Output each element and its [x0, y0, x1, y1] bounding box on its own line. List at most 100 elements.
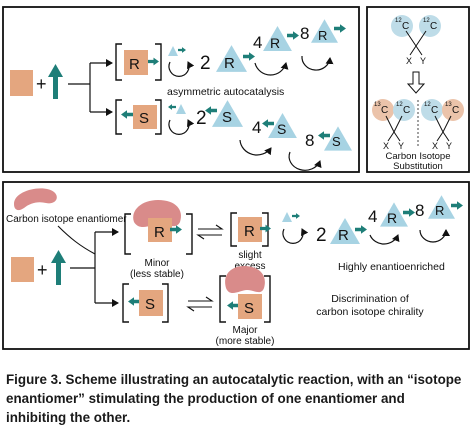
down-arrow: [406, 71, 426, 94]
side-panel-border: [366, 6, 470, 173]
asymmetric-autocatalysis-label: asymmetric autocatalysis: [167, 86, 284, 98]
bottom-panel: Carbon isotope enantiomer + R Minor (les…: [2, 181, 470, 350]
svg-text:C: C: [431, 105, 438, 116]
svg-text:Y: Y: [420, 56, 426, 66]
svg-text:R: R: [224, 55, 235, 72]
bottom-achiral-substrate: [11, 257, 34, 282]
coefficient-4: 4: [253, 33, 262, 52]
minor-complex: R: [124, 200, 193, 255]
svg-text:X: X: [432, 141, 438, 151]
bottom-panel-border: [2, 181, 470, 350]
minor-stability-label: (less stable): [130, 269, 184, 280]
svg-text:Y: Y: [446, 141, 452, 151]
svg-text:S: S: [277, 121, 286, 137]
svg-text:S: S: [222, 109, 232, 126]
bottom-r-catalyst-4: R: [369, 202, 415, 245]
svg-text:S: S: [244, 300, 254, 317]
top-panel-border: [2, 6, 360, 173]
bottom-coefficient-2: 2: [316, 225, 327, 246]
isotope-label-line1: Carbon Isotope: [386, 151, 451, 162]
svg-text:C: C: [381, 105, 388, 116]
svg-text:R: R: [154, 224, 165, 241]
bottom-r-catalyst-8: R: [419, 195, 463, 243]
bottom-coefficient-4: 4: [368, 207, 377, 226]
minor-label: Minor: [144, 258, 170, 269]
svg-text:C: C: [403, 105, 410, 116]
equilibrium-bottom: [186, 296, 214, 312]
excess-label: excess: [234, 261, 265, 272]
svg-text:R: R: [338, 227, 349, 244]
enantiomer-pointer: [57, 225, 96, 255]
major-stability-label: (more stable): [216, 336, 275, 347]
isotope-substitution-panel: 12 C 12 C X Y 13 C 12 C X Y 12: [366, 6, 470, 173]
svg-text:13: 13: [374, 102, 381, 108]
slight-label: slight: [238, 250, 262, 261]
discrimination-label-line2: carbon isotope chirality: [316, 306, 424, 318]
svg-text:R: R: [387, 210, 397, 226]
free-r-enantiomer: R: [230, 212, 271, 247]
free-s-enantiomer: S: [122, 283, 169, 323]
svg-text:X: X: [406, 56, 412, 66]
coefficient-2-s: 2: [196, 108, 207, 129]
s-catalyst-2: S: [205, 100, 243, 127]
teal-arrow-left: [121, 110, 133, 119]
svg-text:S: S: [332, 134, 341, 149]
scheme-figure: + R 2 R 4: [2, 6, 470, 350]
r-catalyst-2: R: [216, 45, 255, 72]
achiral-substrate: [10, 70, 33, 96]
equilibrium-top: [196, 224, 224, 240]
small-catalyst-top: [168, 46, 195, 77]
svg-text:S: S: [145, 296, 155, 313]
figure-caption: Figure 3. Scheme illustrating an autocat…: [6, 372, 462, 425]
enantiomer-label: Carbon isotope enantiomer: [6, 214, 127, 225]
svg-text:C: C: [430, 21, 437, 32]
plus-sign: +: [36, 74, 47, 94]
svg-text:12: 12: [424, 102, 431, 108]
coefficient-8: 8: [300, 24, 309, 43]
r-label: R: [129, 56, 140, 73]
branch-arrows: [68, 59, 113, 116]
major-complex: S: [219, 266, 271, 323]
up-arrow-reagent: [48, 64, 63, 99]
svg-text:R: R: [244, 223, 255, 240]
discrimination-label-line1: Discrimination of: [331, 293, 409, 305]
svg-text:12: 12: [396, 102, 403, 108]
coefficient-2: 2: [200, 53, 211, 74]
isotope-label-line2: Substitution: [393, 161, 443, 172]
bottom-small-catalyst: [282, 212, 309, 244]
coefficient-4-s: 4: [252, 118, 261, 137]
svg-text:13: 13: [445, 102, 452, 108]
r-enantiomer: [124, 50, 148, 75]
small-catalyst-bottom: [168, 104, 195, 135]
s-label: S: [139, 110, 149, 127]
isotope-enantiomer-blob: [14, 188, 57, 211]
bottom-r-catalyst-2: R: [330, 218, 367, 244]
svg-text:C: C: [452, 105, 459, 116]
major-label: Major: [232, 325, 258, 336]
bottom-up-arrow: [51, 250, 66, 285]
s-catalyst-8: S: [288, 126, 352, 171]
s-enantiomer: [133, 105, 157, 129]
coefficient-8-s: 8: [305, 131, 314, 150]
svg-text:C: C: [402, 21, 409, 32]
s-catalyst-4: S: [239, 113, 297, 156]
isotopomer-left: 13 C 12 C X Y: [372, 99, 415, 151]
svg-text:R: R: [270, 35, 280, 51]
svg-text:12: 12: [395, 18, 402, 24]
top-panel: + R 2 R 4: [2, 6, 360, 173]
teal-arrow-right: [148, 57, 159, 66]
bottom-plus-sign: +: [37, 260, 48, 280]
s-bracket-group: S: [115, 99, 162, 135]
svg-text:R: R: [318, 28, 327, 43]
bottom-coefficient-8: 8: [415, 201, 424, 220]
r-catalyst-4: R: [254, 26, 299, 76]
r-catalyst-8: R: [301, 19, 346, 71]
svg-text:12: 12: [423, 18, 430, 24]
enriched-label: Highly enantioenriched: [338, 261, 445, 273]
svg-text:Y: Y: [398, 141, 404, 151]
r-bracket-group: R: [115, 43, 162, 81]
bottom-branch-arrows: [70, 228, 119, 307]
isotopomer-right: 12 C 13 C X Y: [421, 99, 464, 151]
achiral-molecule: 12 C 12 C X Y: [391, 15, 441, 66]
svg-text:X: X: [383, 141, 389, 151]
